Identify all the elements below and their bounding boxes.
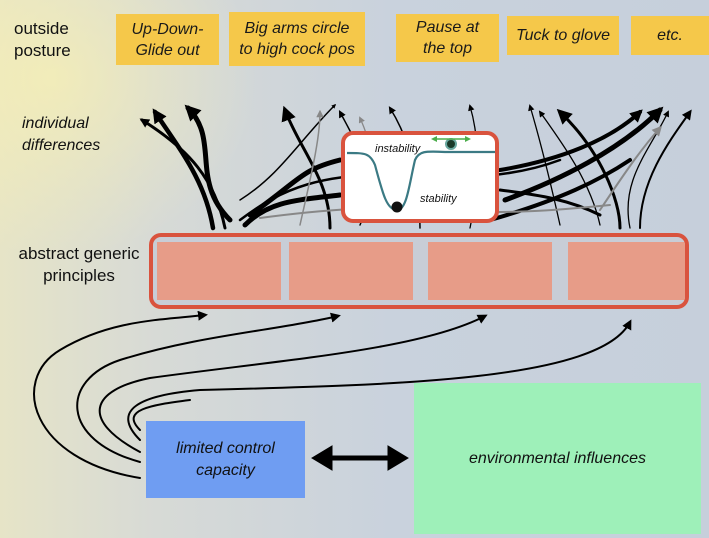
arrow-gray-2 (599, 125, 663, 211)
double-arrow (311, 445, 409, 471)
arrow-control-2 (76, 312, 341, 463)
posture-box-2-line1: Big arms circle (244, 20, 350, 37)
control-line1: limited control (176, 439, 275, 457)
arrow-up-7 (239, 104, 336, 201)
landscape-curve (346, 136, 495, 213)
environmental-influences-box: environmental influences (414, 383, 701, 534)
principles-bar (149, 233, 689, 309)
posture-box-4-line1: Tuck to glove (516, 27, 610, 44)
abstract-principles-line1: abstract generic (18, 244, 140, 263)
stability-landscape-box: instability stability (341, 131, 499, 223)
principle-cell-4 (568, 242, 685, 300)
arrow-up-2 (139, 118, 227, 230)
principle-cell-3 (428, 242, 552, 300)
posture-box-3: Pause at the top (396, 14, 499, 62)
posture-box-5: etc. (631, 16, 709, 55)
limited-control-capacity-box: limited control capacity (146, 421, 305, 498)
arrow-up-13 (498, 109, 643, 172)
arrow-up-5 (247, 157, 343, 218)
arrow-up-1 (152, 108, 216, 231)
arrow-up-17 (627, 110, 669, 229)
control-line2: capacity (196, 461, 255, 479)
posture-box-2: Big arms circle to high cock pos (229, 12, 365, 66)
arrow-control-1 (33, 310, 208, 479)
abstract-principles-label: abstract generic principles (13, 243, 145, 287)
arrow-up-14 (488, 158, 632, 222)
posture-box-3-line2: the top (423, 40, 472, 57)
principle-cell-2 (289, 242, 413, 300)
stability-label: stability (420, 193, 457, 205)
abstract-principles-line2: principles (43, 266, 115, 285)
instability-label: instability (375, 143, 421, 155)
outside-posture-label-line2: posture (14, 41, 71, 60)
posture-box-5-line1: etc. (657, 27, 683, 44)
principle-cell-1 (157, 242, 281, 300)
arrow-up-20 (498, 188, 602, 217)
stable-ball (391, 201, 403, 213)
outside-posture-label-line1: outside (14, 19, 69, 38)
arrow-up-8 (242, 192, 343, 228)
arrow-control-3 (98, 314, 488, 453)
arrow-gray-1 (299, 109, 324, 226)
arrow-up-15 (556, 108, 622, 230)
posture-box-2-line2: to high cock pos (239, 41, 355, 58)
individual-differences-label: individual differences (22, 113, 100, 157)
arrow-up-4 (184, 104, 233, 223)
outside-posture-label: outside posture (14, 18, 71, 62)
arrow-control-4 (127, 319, 632, 441)
environment-label: environmental influences (469, 449, 646, 467)
posture-box-1-line2: Glide out (135, 41, 200, 59)
unstable-ball (445, 138, 457, 150)
individual-differences-line2: differences (22, 137, 101, 154)
posture-box-1: Up-Down- Glide out (116, 14, 219, 65)
individual-differences-line1: individual (22, 115, 89, 132)
posture-box-1-line1: Up-Down- (131, 20, 204, 38)
posture-box-4: Tuck to glove (507, 16, 619, 55)
posture-box-3-line1: Pause at (415, 19, 480, 36)
arrow-up-16 (639, 109, 692, 229)
arrow-control-5 (132, 399, 191, 431)
arrow-up-19 (538, 110, 601, 226)
